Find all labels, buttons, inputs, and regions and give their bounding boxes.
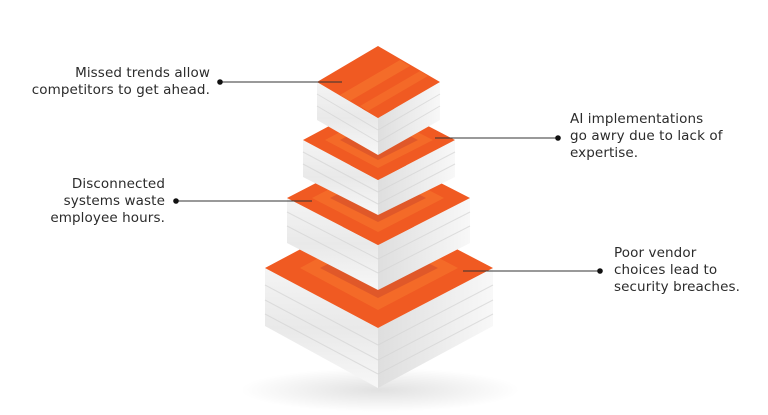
callout-4-line-2: choices lead to [614, 262, 718, 278]
callout-ai-implementations: AI implementations go awry due to lack o… [570, 111, 723, 162]
callout-1-line-2: competitors to get ahead. [31, 82, 210, 98]
callout-2-line-2: go awry due to lack of [570, 128, 723, 144]
callout-2-line-3: expertise. [570, 145, 639, 161]
callout-disconnected-systems: Disconnected systems waste employee hour… [50, 176, 165, 227]
callout-3-line-3: employee hours. [50, 210, 165, 226]
leader-dot-4 [597, 268, 603, 274]
layer-1-block [316, 46, 441, 155]
callout-3-line-1: Disconnected [71, 176, 165, 192]
leader-lines [173, 79, 603, 274]
callout-3-line-2: systems waste [63, 193, 165, 209]
callout-1-line-1: Missed trends allow [75, 65, 210, 81]
callout-4-line-1: Poor vendor [614, 245, 697, 261]
leader-dot-3 [173, 198, 179, 204]
callout-poor-vendor: Poor vendor choices lead to security bre… [614, 245, 740, 296]
callout-2-line-1: AI implementations [570, 111, 704, 127]
callout-missed-trends: Missed trends allow competitors to get a… [32, 65, 210, 99]
leader-dot-1 [217, 79, 223, 85]
leader-dot-2 [555, 135, 561, 141]
ground-shadow [240, 368, 520, 412]
callout-4-line-3: security breaches. [614, 279, 741, 295]
